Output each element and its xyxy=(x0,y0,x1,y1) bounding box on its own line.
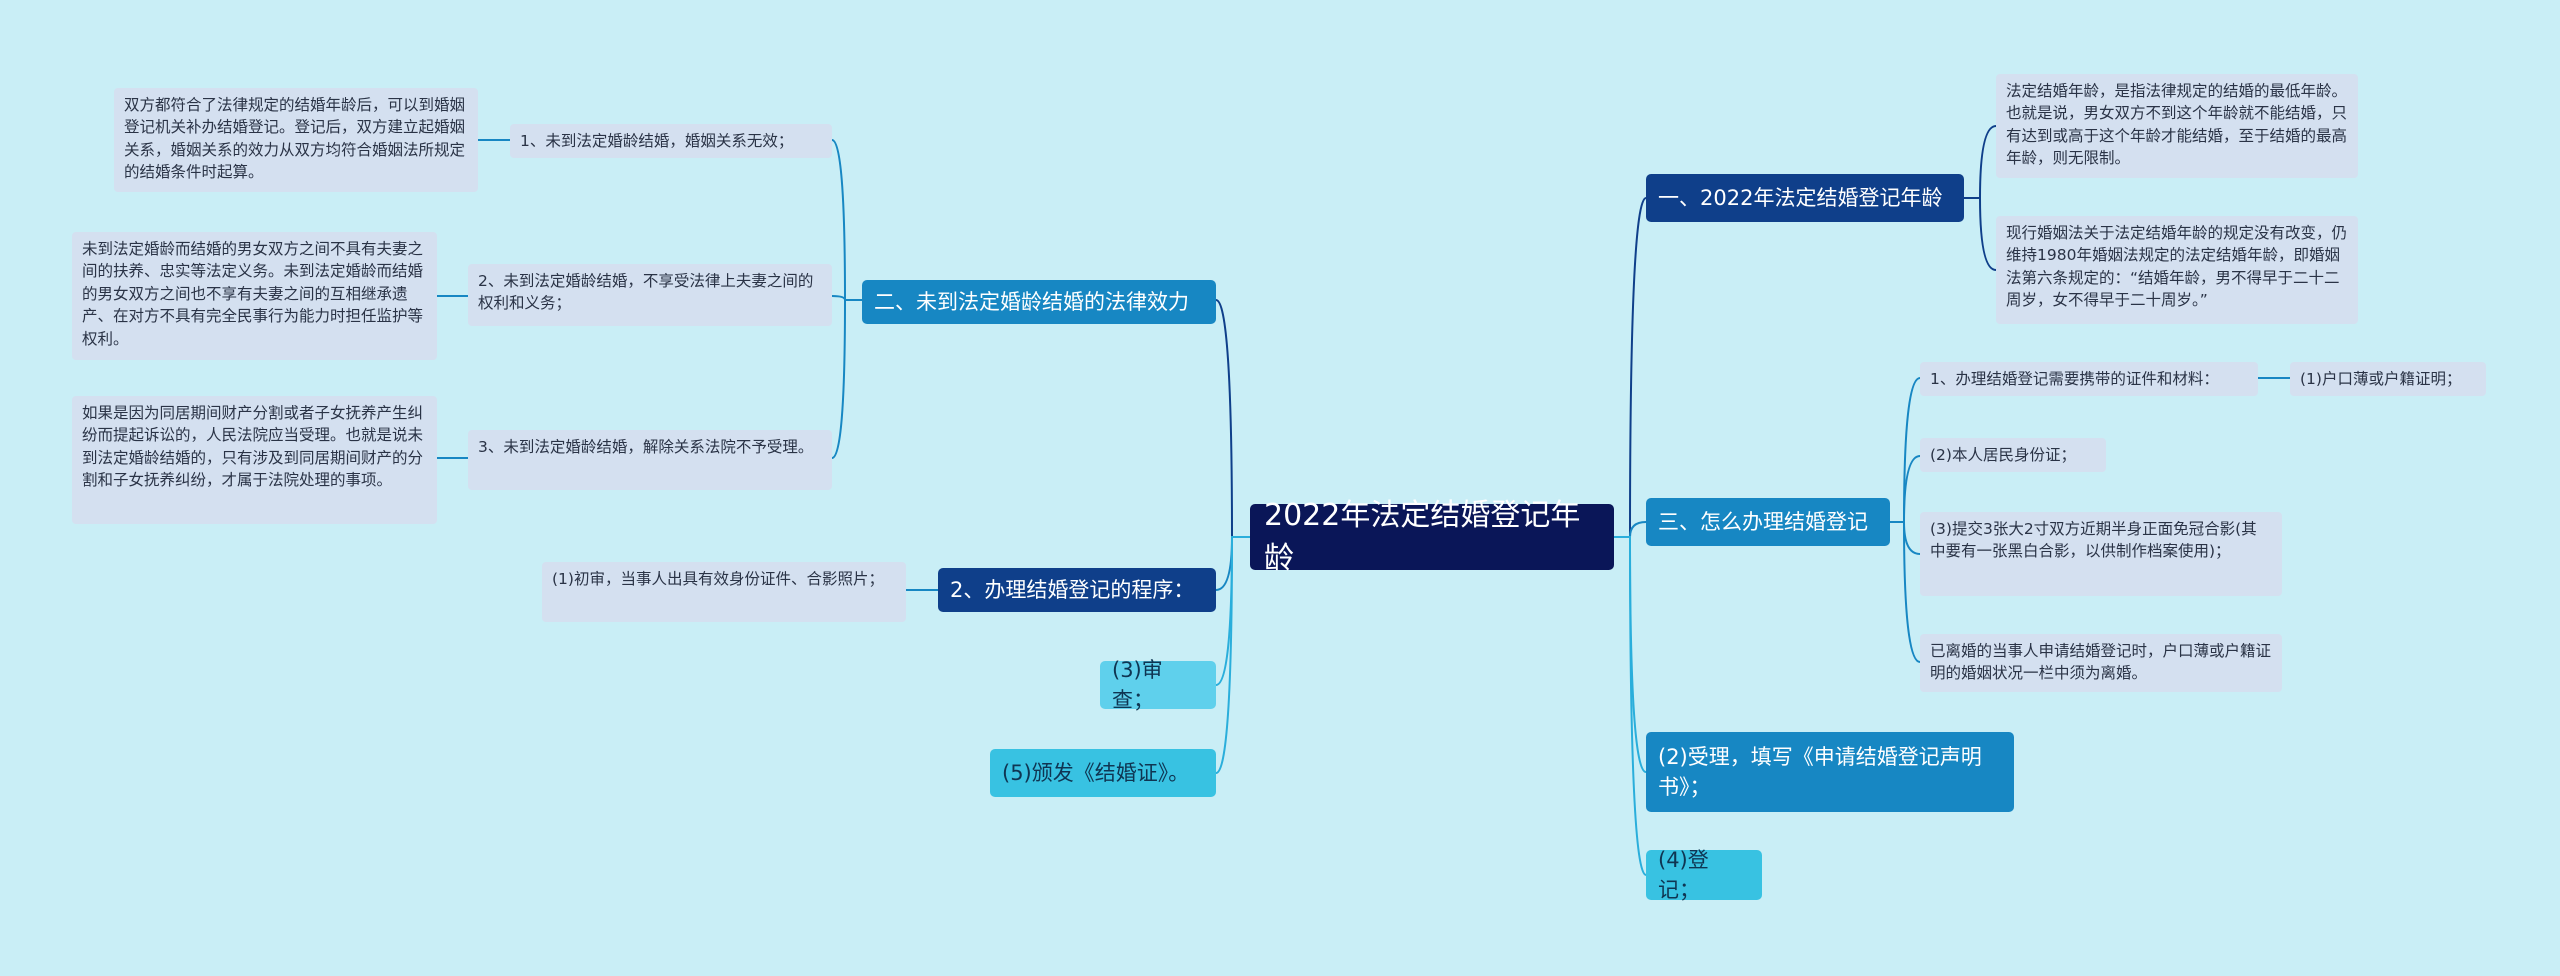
root-topic[interactable]: 2022年法定结婚登记年龄 xyxy=(1250,498,1614,576)
leaf-court-not-accept-detail[interactable]: 如果是因为同居期间财产分割或者子女抚养产生纠纷而提起诉讼的，人民法院应当受理。也… xyxy=(72,396,437,524)
link-rb1-item1 xyxy=(1964,125,1997,199)
branch-legal-age[interactable]: 一、2022年法定结婚登记年龄 xyxy=(1646,174,1964,222)
branch-accept-declaration[interactable]: (2)受理，填写《申请结婚登记声明书》； xyxy=(1646,732,2014,812)
leaf-divorced-applicants[interactable]: 已离婚的当事人申请结婚登记时，户口薄或户籍证明的婚姻状况一栏中须为离婚。 xyxy=(1920,634,2282,692)
link-root-right-b1 xyxy=(1614,197,1647,538)
leaf-initial-review[interactable]: (1)初审，当事人出具有效身份证件、合影照片； xyxy=(542,562,906,622)
branch-registration-procedure[interactable]: 2、办理结婚登记的程序： xyxy=(938,568,1216,612)
branch-legal-effect[interactable]: 二、未到法定婚龄结婚的法律效力 xyxy=(862,280,1216,324)
leaf-required-documents[interactable]: 1、办理结婚登记需要携带的证件和材料： xyxy=(1920,362,2258,396)
leaf-invalid-marriage[interactable]: 1、未到法定婚龄结婚，婚姻关系无效； xyxy=(510,124,832,158)
link-lb1-item1 xyxy=(831,139,862,301)
branch-register[interactable]: (4)登记； xyxy=(1646,848,1762,902)
link-root-left-b3 xyxy=(1215,536,1250,686)
leaf-current-law-age[interactable]: 现行婚姻法关于法定结婚年龄的规定没有改变，仍维持1980年婚姻法规定的法定结婚年… xyxy=(1996,216,2358,324)
leaf-household-register[interactable]: (1)户口薄或户籍证明； xyxy=(2290,362,2486,396)
branch-review[interactable]: (3)审查； xyxy=(1100,658,1216,712)
link-rb2-item4 xyxy=(1890,521,1921,663)
leaf-court-not-accept[interactable]: 3、未到法定婚龄结婚，解除关系法院不予受理。 xyxy=(468,430,832,490)
link-root-left-b4 xyxy=(1215,536,1250,774)
leaf-no-spousal-rights-detail[interactable]: 未到法定婚龄而结婚的男女双方之间不具有夫妻之间的扶养、忠实等法定义务。未到法定婚… xyxy=(72,232,437,360)
link-root-left-b1 xyxy=(1215,299,1250,538)
leaf-id-card[interactable]: (2)本人居民身份证； xyxy=(1920,438,2106,472)
link-root-left-b2 xyxy=(1215,536,1250,591)
branch-issue-certificate[interactable]: (5)颁发《结婚证》。 xyxy=(990,749,1216,797)
branch-how-to-register[interactable]: 三、怎么办理结婚登记 xyxy=(1646,498,1890,546)
link-rb1-item2 xyxy=(1964,197,1997,271)
link-lb1-item3 xyxy=(831,299,862,459)
leaf-photos[interactable]: (3)提交3张大2寸双方近期半身正面免冠合影(其中要有一张黑白合影，以供制作档案… xyxy=(1920,512,2282,596)
leaf-legal-age-definition[interactable]: 法定结婚年龄，是指法律规定的结婚的最低年龄。也就是说，男女双方不到这个年龄就不能… xyxy=(1996,74,2358,178)
link-root-right-b4 xyxy=(1614,536,1647,876)
leaf-invalid-marriage-detail[interactable]: 双方都符合了法律规定的结婚年龄后，可以到婚姻登记机关补办结婚登记。登记后，双方建… xyxy=(114,88,478,192)
leaf-no-spousal-rights[interactable]: 2、未到法定婚龄结婚，不享受法律上夫妻之间的权利和义务； xyxy=(468,264,832,326)
